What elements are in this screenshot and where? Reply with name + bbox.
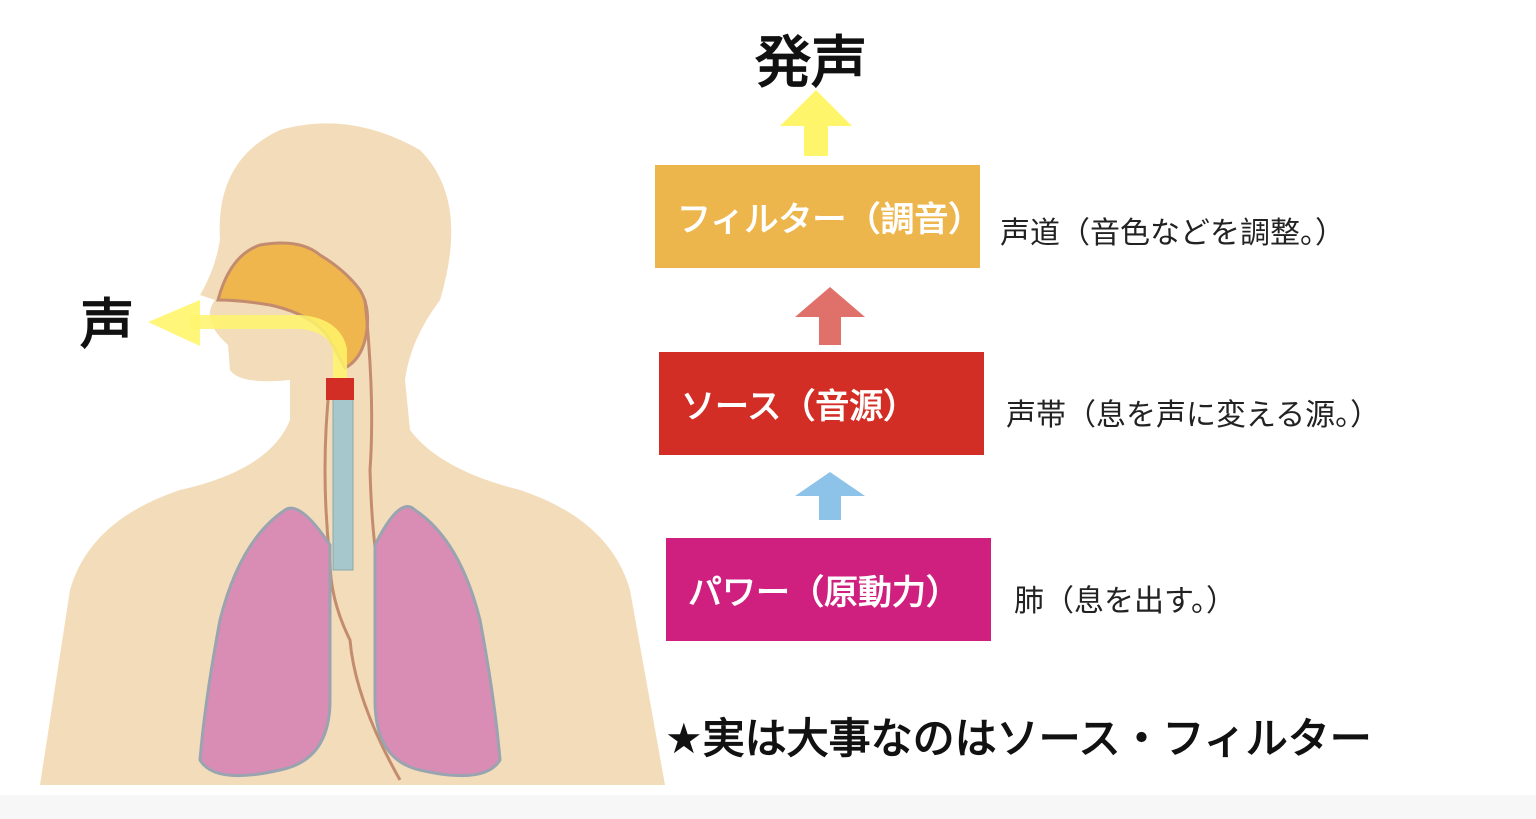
respiratory-anatomy-illustration <box>40 123 665 786</box>
power-stage-description: 肺（息を出す。） <box>1014 584 1236 619</box>
filter-stage-box: フィルター（調音） <box>655 165 982 268</box>
arrow-up-icon <box>780 90 852 156</box>
voice-label: 声 <box>80 293 134 356</box>
vocal-cords <box>326 378 354 400</box>
source-stage-box: ソース（音源） <box>659 352 984 455</box>
left-lung <box>198 506 332 778</box>
right-lung <box>373 505 502 778</box>
footer-strip <box>0 795 1536 819</box>
trachea <box>332 394 354 571</box>
filter-stage-description: 声道（音色などを調整。） <box>1000 216 1345 251</box>
voice-arrow-head <box>148 300 200 346</box>
airflow-path <box>190 315 347 380</box>
power-stage-box: パワー（原動力） <box>666 538 991 641</box>
page-title: 発声 <box>755 31 867 96</box>
key-note: ★実は大事なのはソース・フィルター <box>665 714 1372 763</box>
source-stage-description: 声帯（息を声に変える源。） <box>1006 398 1381 433</box>
arrow-up-icon <box>795 472 865 520</box>
arrow-up-icon <box>795 287 865 345</box>
